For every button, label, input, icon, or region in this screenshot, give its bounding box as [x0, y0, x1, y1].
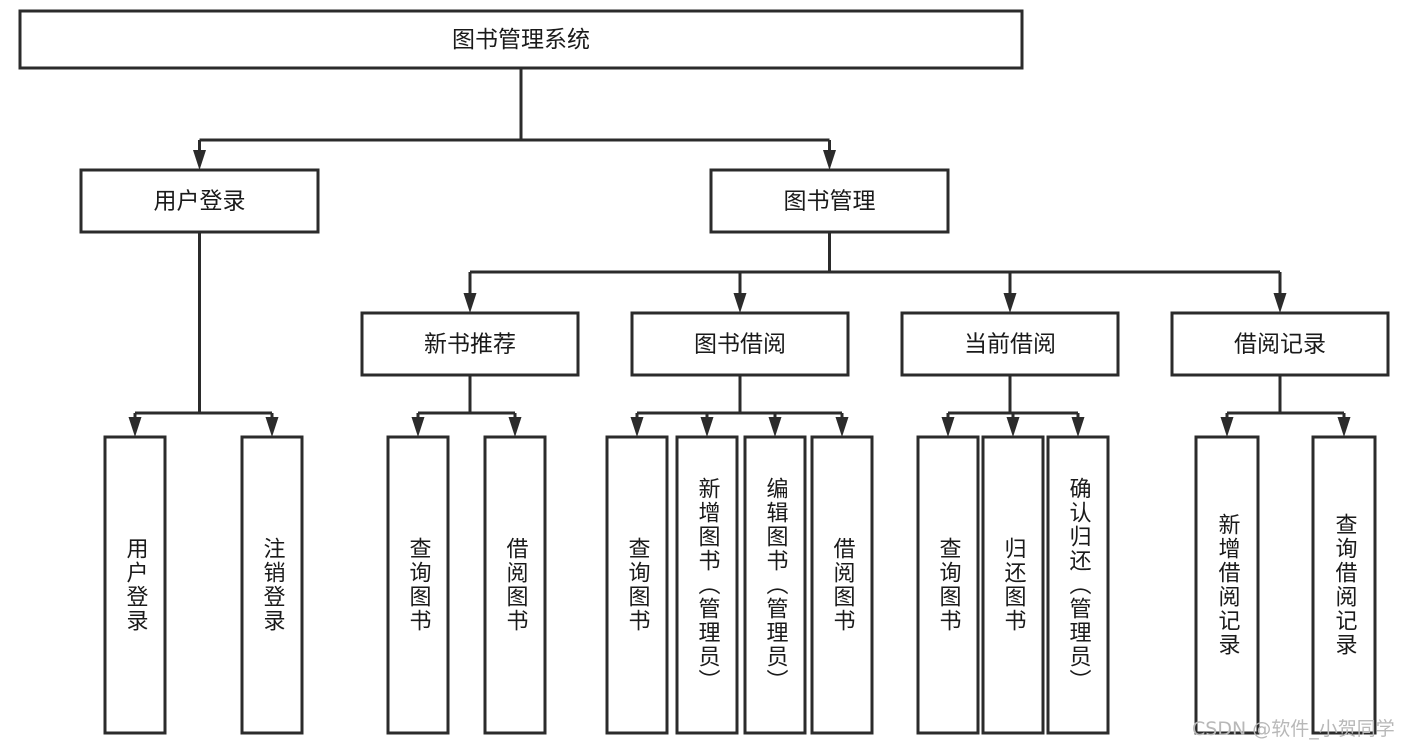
node-box-leaf-query-book-3[interactable]	[916, 435, 980, 735]
arrow-book-manage-to-current-borrow-head	[1003, 293, 1017, 313]
arrow-current-borrow-to-leaf-confirm-return-head	[1071, 417, 1085, 437]
node-leaf-confirm-return[interactable]	[1046, 435, 1110, 735]
arrow-user-login-to-leaf-user-login-head	[128, 417, 142, 437]
arrow-book-manage-to-borrow-record-head	[1273, 293, 1287, 313]
node-box-leaf-borrow-book-1[interactable]	[483, 435, 547, 735]
node-label-borrow-record: 借阅记录	[1234, 332, 1326, 358]
node-current-borrow[interactable]: 当前借阅	[900, 311, 1120, 377]
node-box-leaf-confirm-return[interactable]	[1046, 435, 1110, 735]
node-leaf-add-book[interactable]	[675, 435, 739, 735]
node-box-borrow-record[interactable]	[1170, 311, 1390, 377]
arrow-book-borrow-to-leaf-edit-book-head	[768, 417, 782, 437]
node-box-current-borrow[interactable]	[900, 311, 1120, 377]
node-box-leaf-edit-book[interactable]	[743, 435, 807, 735]
csdn-watermark: CSDN @软件_小贺同学	[1192, 718, 1395, 740]
node-box-leaf-return-book[interactable]	[981, 435, 1045, 735]
node-leaf-borrow-book-2[interactable]	[810, 435, 874, 735]
node-leaf-query-record[interactable]	[1311, 435, 1377, 735]
node-book-manage[interactable]: 图书管理	[709, 168, 950, 234]
node-box-book-borrow[interactable]	[630, 311, 850, 377]
arrow-book-borrow-to-leaf-query-book-2-head	[630, 417, 644, 437]
arrow-root-to-user-login-head	[193, 150, 206, 170]
node-user-login[interactable]: 用户登录	[79, 168, 320, 234]
node-box-leaf-user-login[interactable]	[103, 435, 167, 735]
node-book-borrow[interactable]: 图书借阅	[630, 311, 850, 377]
node-leaf-logout[interactable]	[240, 435, 304, 735]
arrow-new-book-recommend-to-leaf-query-book-1-head	[411, 417, 425, 437]
arrow-borrow-record-to-leaf-add-record-head	[1220, 417, 1234, 437]
node-box-leaf-query-book-2[interactable]	[605, 435, 669, 735]
node-new-book-recommend[interactable]: 新书推荐	[360, 311, 580, 377]
node-box-leaf-logout[interactable]	[240, 435, 304, 735]
node-label-user-login: 用户登录	[154, 189, 246, 215]
arrow-current-borrow-to-leaf-query-book-3-head	[941, 417, 955, 437]
node-label-current-borrow: 当前借阅	[964, 332, 1056, 358]
node-box-root[interactable]	[18, 9, 1024, 70]
node-borrow-record[interactable]: 借阅记录	[1170, 311, 1390, 377]
node-leaf-query-book-3[interactable]	[916, 435, 980, 735]
node-label-new-book-recommend: 新书推荐	[424, 332, 516, 358]
node-leaf-user-login[interactable]	[103, 435, 167, 735]
arrow-root-to-book-manage-head	[823, 150, 836, 170]
arrow-book-manage-to-new-book-recommend-head	[463, 293, 477, 313]
node-leaf-borrow-book-1[interactable]	[483, 435, 547, 735]
arrow-book-borrow-to-leaf-add-book-head	[700, 417, 714, 437]
arrow-user-login-to-leaf-logout-head	[265, 417, 279, 437]
node-box-leaf-borrow-book-2[interactable]	[810, 435, 874, 735]
node-leaf-query-book-1[interactable]	[386, 435, 450, 735]
node-box-new-book-recommend[interactable]	[360, 311, 580, 377]
node-leaf-query-book-2[interactable]	[605, 435, 669, 735]
node-box-leaf-query-book-1[interactable]	[386, 435, 450, 735]
arrow-book-borrow-to-leaf-borrow-book-2-head	[835, 417, 849, 437]
node-leaf-return-book[interactable]	[981, 435, 1045, 735]
node-box-leaf-add-book[interactable]	[675, 435, 739, 735]
node-label-book-borrow: 图书借阅	[694, 332, 786, 358]
node-box-book-manage[interactable]	[709, 168, 950, 234]
node-label-root: 图书管理系统	[452, 27, 590, 53]
node-root[interactable]: 图书管理系统	[18, 9, 1024, 70]
node-label-book-manage: 图书管理	[784, 189, 876, 215]
node-box-leaf-add-record[interactable]	[1194, 435, 1260, 735]
arrow-borrow-record-to-leaf-query-record-head	[1337, 417, 1351, 437]
arrow-current-borrow-to-leaf-return-book-head	[1006, 417, 1020, 437]
connectors-layer	[128, 68, 1351, 437]
node-leaf-edit-book[interactable]	[743, 435, 807, 735]
node-leaf-add-record[interactable]	[1194, 435, 1260, 735]
arrow-book-manage-to-book-borrow-head	[733, 293, 747, 313]
arrow-new-book-recommend-to-leaf-borrow-book-1-head	[508, 417, 522, 437]
node-box-leaf-query-record[interactable]	[1311, 435, 1377, 735]
node-box-user-login[interactable]	[79, 168, 320, 234]
